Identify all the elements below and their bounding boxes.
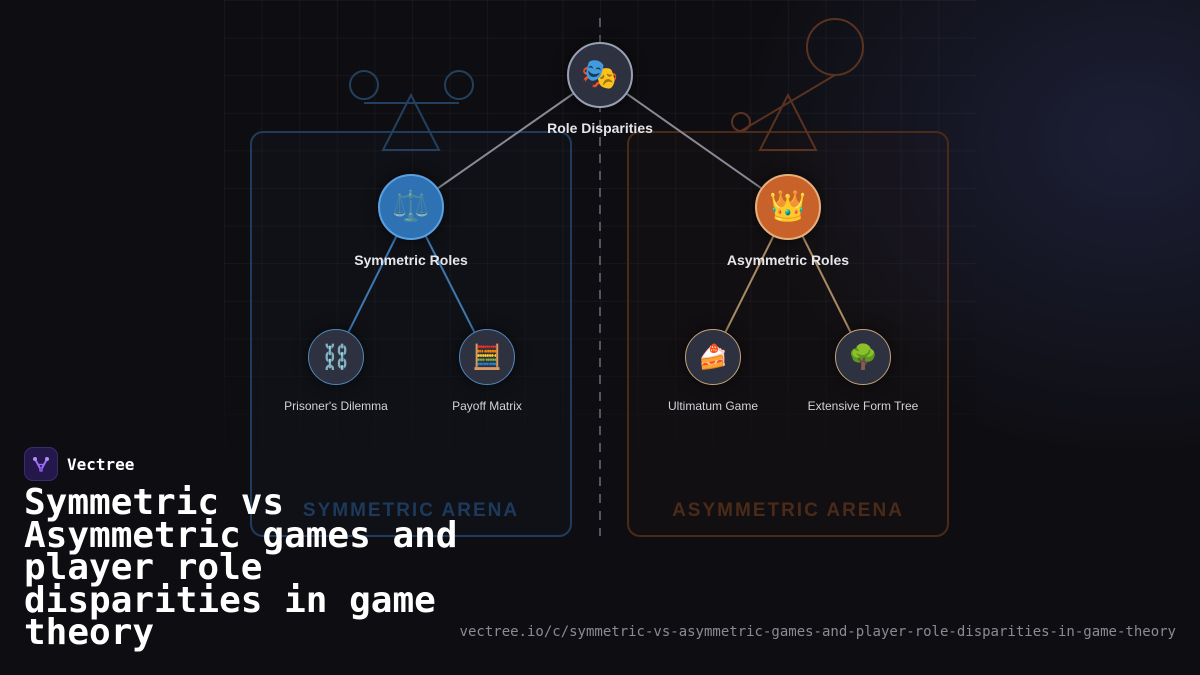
symmetric-arena-label: SYMMETRIC ARENA [302,500,520,521]
page-url[interactable]: vectree.io/c/symmetric-vs-asymmetric-gam… [459,624,1176,640]
symmetric-arena-frame [250,131,572,537]
node-label-payoff-matrix: Payoff Matrix [452,399,522,413]
node-prisoners-dilemma[interactable]: ⛓️ [308,329,364,385]
theater-masks-icon: 🎭 [581,57,619,92]
node-payoff-matrix[interactable]: 🧮 [459,329,515,385]
node-label-ultimatum-game: Ultimatum Game [667,399,759,413]
page-title: Symmetric vs Asymmetric games and player… [24,482,458,653]
node-label-role-disparities: Role Disparities [547,120,653,136]
node-asymmetric-roles[interactable]: 👑 [755,174,821,240]
node-ultimatum-game[interactable]: 🍰 [685,329,741,385]
node-label-prisoners-dilemma: Prisoner's Dilemma [284,399,388,413]
node-symmetric-roles[interactable]: ⚖️ [378,174,444,240]
cake-slice-icon: 🍰 [698,343,728,371]
chains-icon: ⛓️ [321,343,351,371]
node-label-extensive-form-tree: Extensive Form Tree [807,399,919,413]
abacus-icon: 🧮 [472,343,502,371]
brand-name: Vectree [67,454,135,474]
asymmetric-arena-label: ASYMMETRIC ARENA [672,500,904,521]
brand[interactable]: Vectree [24,447,134,481]
asymmetric-arena-frame [627,131,949,537]
tree-icon: 🌳 [848,343,878,371]
node-role-disparities[interactable]: 🎭 [567,42,633,108]
edge-root-symmetric [410,74,601,208]
crown-icon: 👑 [769,189,807,224]
node-extensive-form-tree[interactable]: 🌳 [835,329,891,385]
vectree-logo-icon [24,447,58,481]
vectree-logo-glyph [33,457,49,472]
edge-root-asymmetric [599,74,789,208]
balance-scale-icon: ⚖️ [392,189,430,224]
node-label-symmetric-roles: Symmetric Roles [354,252,468,268]
node-label-asymmetric-roles: Asymmetric Roles [726,252,850,268]
seesaw-decoration [731,18,864,151]
balance-decoration [349,70,474,151]
